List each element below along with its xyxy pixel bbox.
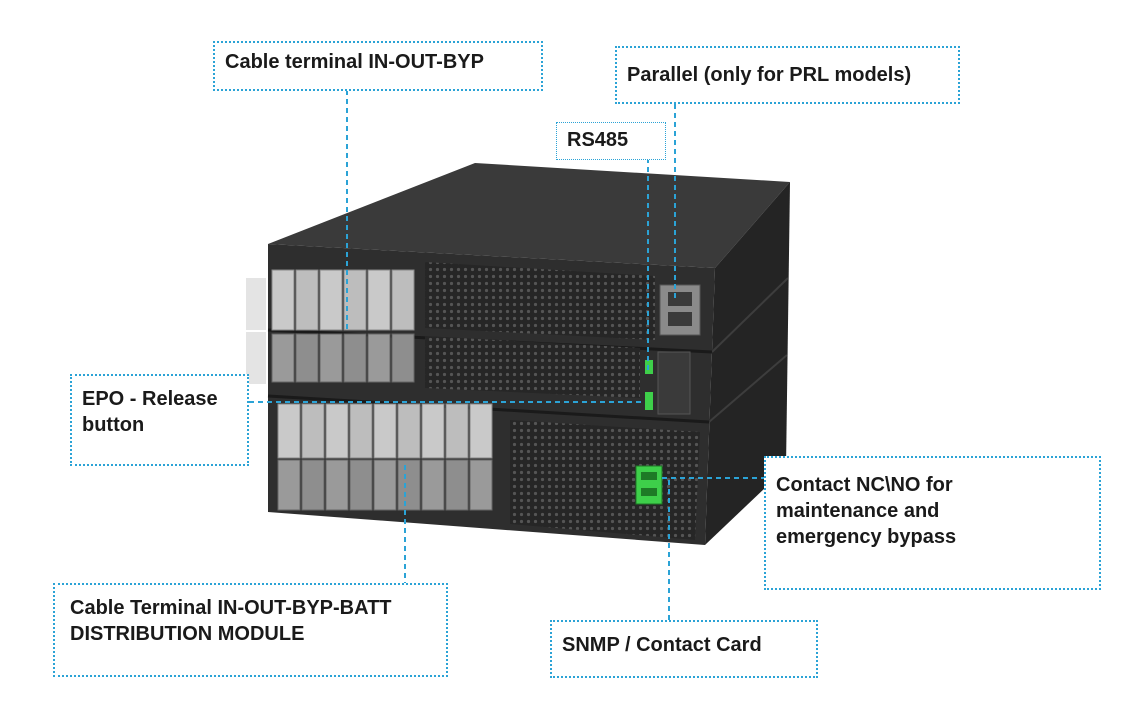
callout-text: Cable terminal IN-OUT-BYP [225,51,484,73]
callout-contact: Contact NC\NO for maintenance and emerge… [764,456,1101,590]
ups-cabinet [246,163,790,545]
callout-text-line3: emergency bypass [776,526,957,548]
callout-text: SNMP / Contact Card [562,634,762,656]
callout-text-line1: Contact NC\NO for [776,474,953,496]
callout-text-line2: button [82,414,145,436]
callout-text-line2: DISTRIBUTION MODULE [70,623,305,645]
callout-distribution: Cable Terminal IN-OUT-BYP-BATT DISTRIBUT… [53,583,448,677]
callout-text: Parallel (only for PRL models) [627,64,912,86]
cabinet-top [268,163,790,268]
upper-terminal-block [246,269,415,384]
callout-snmp: SNMP / Contact Card [550,620,818,678]
cabinet-side [705,182,790,545]
callout-text-line1: EPO - Release [82,388,218,410]
vent-upper [425,262,655,340]
callout-text-line1: Cable Terminal IN-OUT-BYP-BATT [70,597,392,619]
callout-cable-terminal: Cable terminal IN-OUT-BYP [213,41,543,91]
leader-lines [249,90,765,620]
callout-epo: EPO - Release button [70,374,249,466]
callout-text: RS485 [567,129,629,151]
callout-text-line2: maintenance and [776,500,940,522]
vent-middle [425,336,640,398]
vent-lower [510,420,700,540]
callout-rs485: RS485 [556,122,666,160]
lower-terminal-block [277,403,493,511]
callout-parallel: Parallel (only for PRL models) [615,46,960,104]
contact-card [635,465,663,505]
snmp-slot [657,351,691,415]
